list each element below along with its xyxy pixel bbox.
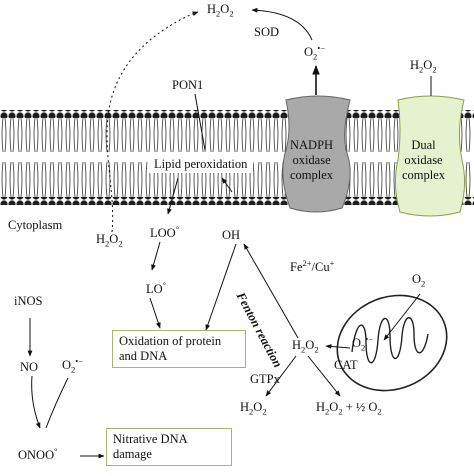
inos-label: iNOS xyxy=(14,294,43,308)
mito-o2-arrow xyxy=(383,293,421,341)
gtpx-arrow xyxy=(265,355,297,397)
superoxide-mito-label: O2•− xyxy=(352,333,374,353)
lo-to-oxidation-arrow xyxy=(149,297,161,329)
superoxide-to-h2o2-arrow xyxy=(325,344,351,349)
no-label: NO xyxy=(20,360,39,374)
dual-complex-label: Dual oxidase complex xyxy=(402,138,446,182)
pon1-line xyxy=(194,93,206,151)
cytoplasm-label: Cytoplasm xyxy=(8,218,63,232)
lp-to-loo-arrow xyxy=(167,177,179,215)
fenton-arrow xyxy=(243,243,299,339)
cat-label: CAT xyxy=(334,358,358,372)
cat-arrow xyxy=(307,355,341,397)
oh-to-oxidation-arrow xyxy=(205,243,237,331)
sod-arrow xyxy=(251,7,313,41)
no-to-onoo-arrow xyxy=(31,375,41,429)
o2-mito-label: O2 xyxy=(412,272,426,289)
oh-to-lp-arrow xyxy=(221,177,233,193)
h2o2-cytoplasm-label: H2O2 xyxy=(96,232,123,249)
loo-to-lo-arrow xyxy=(151,241,161,271)
oh-label: OH xyxy=(222,228,241,242)
superoxide-top-label: O2•− xyxy=(304,42,326,62)
h2o2-gtpx-product-label: H2O2 xyxy=(240,400,267,417)
cat-product-label: H2O2 + ½ O2 xyxy=(316,400,382,417)
h2o2-top-label: H2O2 xyxy=(207,2,234,19)
gtpx-label: GTPx xyxy=(250,372,280,386)
dual-oxidase-complex xyxy=(394,95,466,217)
nadph-oxidase-complex xyxy=(282,95,351,213)
oxidation-protein-dna-box: Oxidation of protein and DNA xyxy=(112,330,246,368)
pon1-label: PON1 xyxy=(172,78,204,92)
lipid-peroxidation-label: Lipid peroxidation xyxy=(148,156,254,173)
h2o2-dual-label: H2O2 xyxy=(410,58,437,75)
h2o2-center-label: H2O2 xyxy=(292,338,319,355)
nitrative-dna-damage-box: Nitrative DNA damage xyxy=(106,428,232,466)
sod-label: SOD xyxy=(254,25,280,39)
superoxide-to-onoo-line xyxy=(45,377,69,429)
nadph-complex-label: NADPH oxidase complex xyxy=(290,138,334,182)
fe-cu-label: Fe2+/Cu+ xyxy=(290,257,335,274)
loo-label: LOO° xyxy=(150,223,180,240)
mitochondrion xyxy=(336,294,448,392)
onoo-label: ONOO° xyxy=(18,445,58,462)
superoxide-inos-label: O2•− xyxy=(62,355,84,375)
lo-label: LO° xyxy=(146,279,167,296)
